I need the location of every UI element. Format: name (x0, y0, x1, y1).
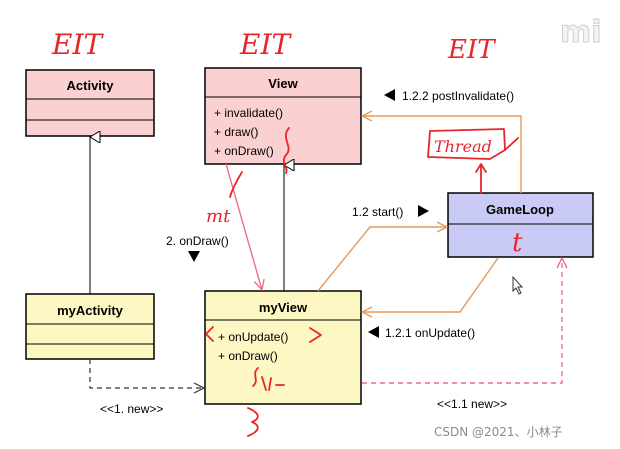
class-myactivity[interactable]: myActivity (25, 293, 155, 360)
arrow-new-myview (89, 359, 204, 388)
arrow-new-gameloop (362, 258, 562, 384)
label-new-gameloop: <<1.1 new>> (437, 397, 507, 411)
handwritten-label-gameloop: EIT (447, 35, 496, 65)
handwritten-onupdate-brackets (205, 326, 322, 343)
class-name-myview: myView (259, 300, 308, 315)
arrow-on-draw (225, 163, 262, 290)
class-name-activity: Activity (67, 78, 115, 93)
arrow-post-invalidate (362, 116, 522, 193)
direction-triangle-on-draw (188, 251, 200, 262)
class-name-view: View (268, 76, 298, 91)
watermark: CSDN @2021、小林子 (434, 425, 563, 439)
member-draw: + draw() (214, 125, 258, 139)
class-view[interactable]: View + invalidate() + draw() + onDraw() (204, 67, 362, 165)
handwritten-thread-note: Thread (427, 128, 519, 194)
mouse-cursor-icon (512, 275, 524, 295)
label-on-update: 1.2.1 onUpdate() (385, 326, 475, 340)
handwritten-label-view: EIT (239, 28, 293, 61)
handwritten-label-activity: EIT (51, 28, 105, 61)
class-name-myactivity: myActivity (57, 303, 124, 318)
class-name-gameloop: GameLoop (486, 202, 554, 217)
direction-triangle-on-update (368, 326, 379, 338)
arrow-start (317, 227, 447, 292)
handwritten-body-marks (247, 367, 285, 437)
handwritten-mt-note: mt (206, 171, 243, 227)
svg-text:Thread: Thread (434, 137, 492, 156)
svg-text:mt: mt (206, 206, 231, 227)
member-ondraw-myview: + onDraw() (218, 349, 278, 363)
member-ondraw-view: + onDraw() (214, 144, 274, 158)
handwritten-gameloop-mark: t (512, 228, 523, 258)
label-new-myview: <<1. new>> (100, 402, 163, 416)
direction-triangle-post-invalidate (384, 89, 395, 101)
member-invalidate: + invalidate() (214, 106, 283, 120)
class-gameloop[interactable]: GameLoop t (447, 192, 594, 258)
label-start: 1.2 start() (352, 205, 403, 219)
class-myview[interactable]: myView + onUpdate() + onDraw() (204, 290, 362, 405)
class-activity[interactable]: Activity (25, 69, 155, 137)
direction-triangle-start (418, 205, 429, 217)
handwritten-bracket-view (282, 127, 290, 174)
logo-mark: mi (560, 15, 602, 50)
arrow-on-update (362, 257, 499, 312)
label-on-draw: 2. onDraw() (166, 234, 229, 248)
label-post-invalidate: 1.2.2 postInvalidate() (402, 89, 514, 103)
member-onupdate: + onUpdate() (218, 330, 288, 344)
